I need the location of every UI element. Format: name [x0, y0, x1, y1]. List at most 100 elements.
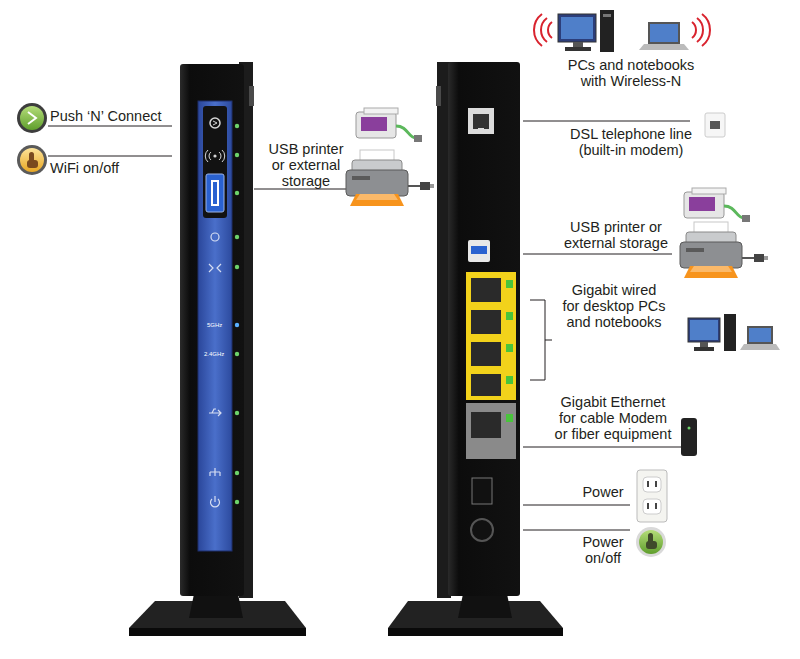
wifi-switch-icon	[27, 160, 38, 168]
power-outlet-icon	[655, 503, 657, 509]
router-back	[472, 478, 492, 504]
router-front	[205, 150, 224, 162]
leader-line	[530, 300, 552, 380]
leader-line	[523, 505, 630, 506]
button-label: WiFi on/off	[50, 160, 119, 176]
router-front	[211, 496, 220, 507]
port-label: DSL telephone line (built-in modem)	[570, 126, 692, 158]
wifi-switch-icon	[17, 145, 47, 175]
wireless-computers-icon	[639, 44, 689, 50]
desktop-computers-icon	[690, 320, 718, 340]
desktop-computers-icon	[747, 326, 773, 344]
leader-line	[523, 530, 630, 531]
phone-jack-icon	[705, 113, 725, 137]
wifi-switch-icon	[20, 148, 44, 172]
router-front	[129, 628, 306, 636]
led-label: 5GHz	[207, 321, 222, 329]
wireless-computers-icon	[561, 17, 593, 39]
storage-icon	[684, 188, 750, 222]
port-label: Power	[582, 484, 623, 500]
status-led	[235, 411, 239, 415]
ethernet-port	[506, 344, 513, 352]
router-front	[213, 121, 217, 125]
ethernet-port	[506, 376, 513, 384]
ethernet-port	[471, 374, 501, 396]
desktop-computers-icon	[724, 314, 736, 351]
wireless-computers-icon	[565, 47, 591, 51]
router-front	[189, 594, 243, 618]
ethernet-port	[471, 310, 501, 334]
phone-jack-icon	[705, 113, 725, 137]
push-connect-icon	[17, 103, 47, 133]
power-outlet-icon	[655, 481, 657, 487]
power-outlet-icon	[643, 477, 661, 492]
wireless-computers-icon	[603, 14, 611, 17]
status-led	[235, 500, 239, 504]
port-label: Gigabit wired for desktop PCs and notebo…	[562, 282, 665, 330]
router-front	[213, 182, 217, 204]
status-led	[235, 323, 239, 327]
button-label: Push ‘N’ Connect	[50, 108, 162, 124]
router-front	[213, 154, 216, 157]
status-led	[235, 124, 239, 128]
router-back	[506, 414, 513, 422]
power-outlet-icon	[637, 470, 667, 522]
leader-line	[523, 254, 672, 255]
ethernet-port	[506, 280, 513, 288]
power-outlet-icon	[647, 481, 649, 487]
desktop-computers-icon	[749, 328, 771, 342]
switch-label: Power on/off	[582, 534, 623, 566]
leader-line	[48, 156, 172, 157]
router-front	[209, 264, 221, 272]
power-button-icon	[646, 541, 657, 549]
router-back	[473, 114, 489, 129]
router-back	[471, 519, 493, 541]
modem-icon	[688, 427, 691, 430]
router-front	[249, 86, 254, 106]
status-led	[235, 235, 239, 239]
push-connect-icon	[17, 103, 47, 133]
ethernet-port	[471, 278, 513, 396]
printer-icon	[346, 150, 434, 206]
wireless-computers-icon	[650, 24, 678, 42]
status-led	[235, 471, 239, 475]
leader-line	[48, 126, 172, 127]
port-label: Gigabit Ethernet for cable Modem or fibe…	[555, 394, 672, 442]
router-front	[209, 409, 221, 416]
router-back	[468, 240, 490, 262]
router-back	[388, 628, 563, 636]
router-back	[436, 86, 441, 106]
modem-icon	[681, 418, 697, 456]
router-back	[471, 412, 501, 438]
router-front	[198, 101, 232, 551]
power-outlet-icon	[647, 503, 649, 509]
wireless-computers-icon	[692, 14, 710, 46]
leader-line	[523, 121, 690, 122]
wireless-computers-icon	[534, 10, 710, 52]
status-led	[235, 153, 239, 157]
router-back	[466, 403, 516, 459]
power-button-icon	[636, 527, 666, 557]
router-back	[458, 594, 512, 618]
power-button-icon	[636, 527, 666, 557]
router-front	[210, 118, 220, 128]
desktop-computers-icon	[700, 342, 708, 347]
router-front	[203, 106, 227, 218]
router-back	[478, 128, 484, 131]
router-front	[206, 174, 224, 212]
device-label: PCs and notebooks with Wireless-N	[568, 57, 695, 89]
desktop-computers-icon	[688, 314, 780, 351]
router-front	[211, 180, 219, 206]
router-back	[448, 62, 520, 596]
ethernet-port	[471, 342, 501, 366]
wireless-computers-icon	[648, 22, 680, 44]
router-back	[388, 62, 563, 636]
power-button-icon	[639, 530, 663, 554]
ethernet-port	[506, 312, 513, 320]
status-led	[235, 124, 239, 504]
router-front	[209, 233, 221, 507]
wifi-switch-icon	[17, 145, 47, 175]
ethernet-port	[471, 278, 501, 302]
wireless-computers-icon	[573, 42, 583, 47]
